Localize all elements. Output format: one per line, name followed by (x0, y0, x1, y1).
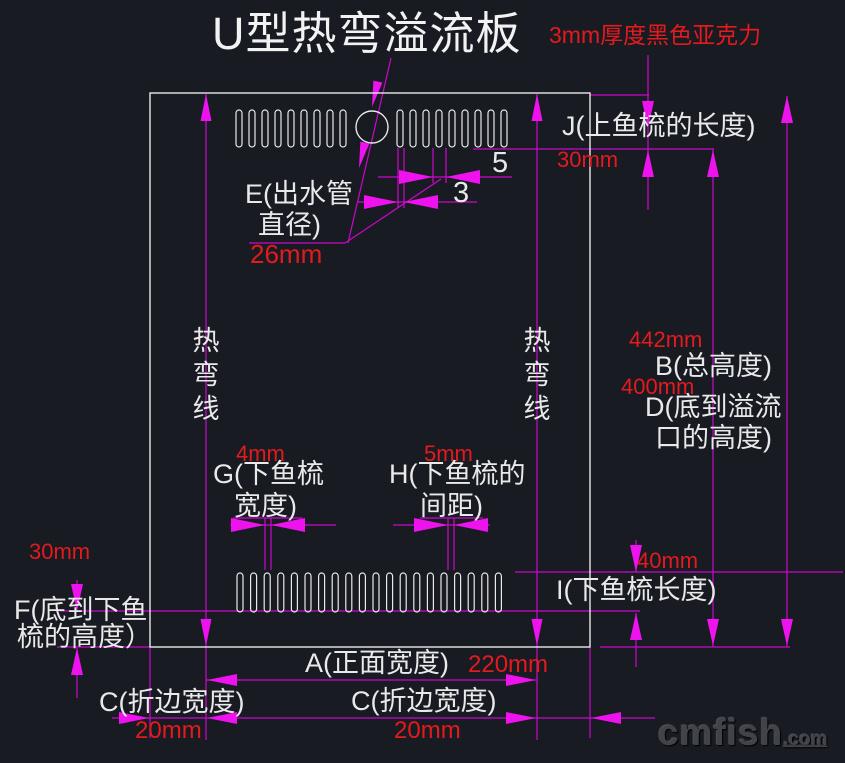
bend-line-label-right: 热弯线 (523, 326, 551, 424)
dim-F-label-2: 梳的高度） (17, 622, 152, 652)
leader-outlet (347, 57, 392, 244)
material-note: 3mm厚度黑色亚克力 (549, 22, 762, 48)
dim-G-value: 4mm (236, 441, 285, 466)
dim-H-label-2: 间距) (420, 491, 483, 521)
dim-I-label: I(下鱼梳长度) (556, 575, 717, 605)
dim-H-label-1: H(下鱼梳的 (389, 459, 526, 489)
slot-pitch-value: 5 (492, 147, 509, 179)
dimension-arrows (71, 80, 793, 724)
drawing-title: U型热弯溢流板 (212, 8, 522, 59)
dim-I-value: 40mm (637, 548, 699, 573)
watermark: cmfish.com (658, 712, 828, 754)
leader-slot-dims (344, 178, 442, 244)
dim-G-label-2: 宽度) (234, 491, 297, 521)
plate-geometry (149, 92, 591, 648)
dim-J-label: J(上鱼梳的长度) (562, 111, 756, 141)
dim-C-right-label: C(折边宽度) (351, 686, 497, 716)
dim-H-value: 5mm (424, 441, 473, 466)
dim-B-label: B(总高度) (655, 351, 772, 381)
outlet-hole (355, 110, 389, 144)
dimension-lines (57, 55, 843, 740)
dim-J-value: 30mm (557, 147, 619, 172)
bend-line-label-left: 热弯线 (192, 326, 220, 424)
dim-G-label-1: G(下鱼梳 (213, 459, 324, 489)
dim-C-right-value: 20mm (394, 717, 461, 744)
dim-D-label-1: D(底到溢流 (645, 392, 782, 422)
comb-slots (235, 109, 508, 613)
dim-D-value: 400mm (621, 374, 695, 399)
dim-A-label: A(正面宽度) (305, 648, 449, 678)
dim-F-value: 30mm (29, 539, 91, 564)
dim-E-label-1: E(出水管 (245, 179, 353, 209)
dim-A-value: 220mm (468, 651, 549, 678)
dim-E-value: 26mm (250, 239, 323, 269)
dim-F-label-1: F(底到下鱼 (14, 595, 148, 625)
watermark-tld: .com (783, 729, 828, 750)
plate-outline (149, 92, 591, 648)
dim-D-label-2: 口的高度) (655, 423, 772, 453)
slot-width-value: 3 (453, 177, 470, 209)
dim-B-value: 442mm (629, 327, 703, 352)
dim-E-label-2: 直径) (258, 210, 321, 240)
dim-C-left-label: C(折边宽度) (99, 687, 245, 717)
dim-C-left-value: 20mm (135, 717, 202, 744)
watermark-site: cmfish (658, 712, 784, 753)
